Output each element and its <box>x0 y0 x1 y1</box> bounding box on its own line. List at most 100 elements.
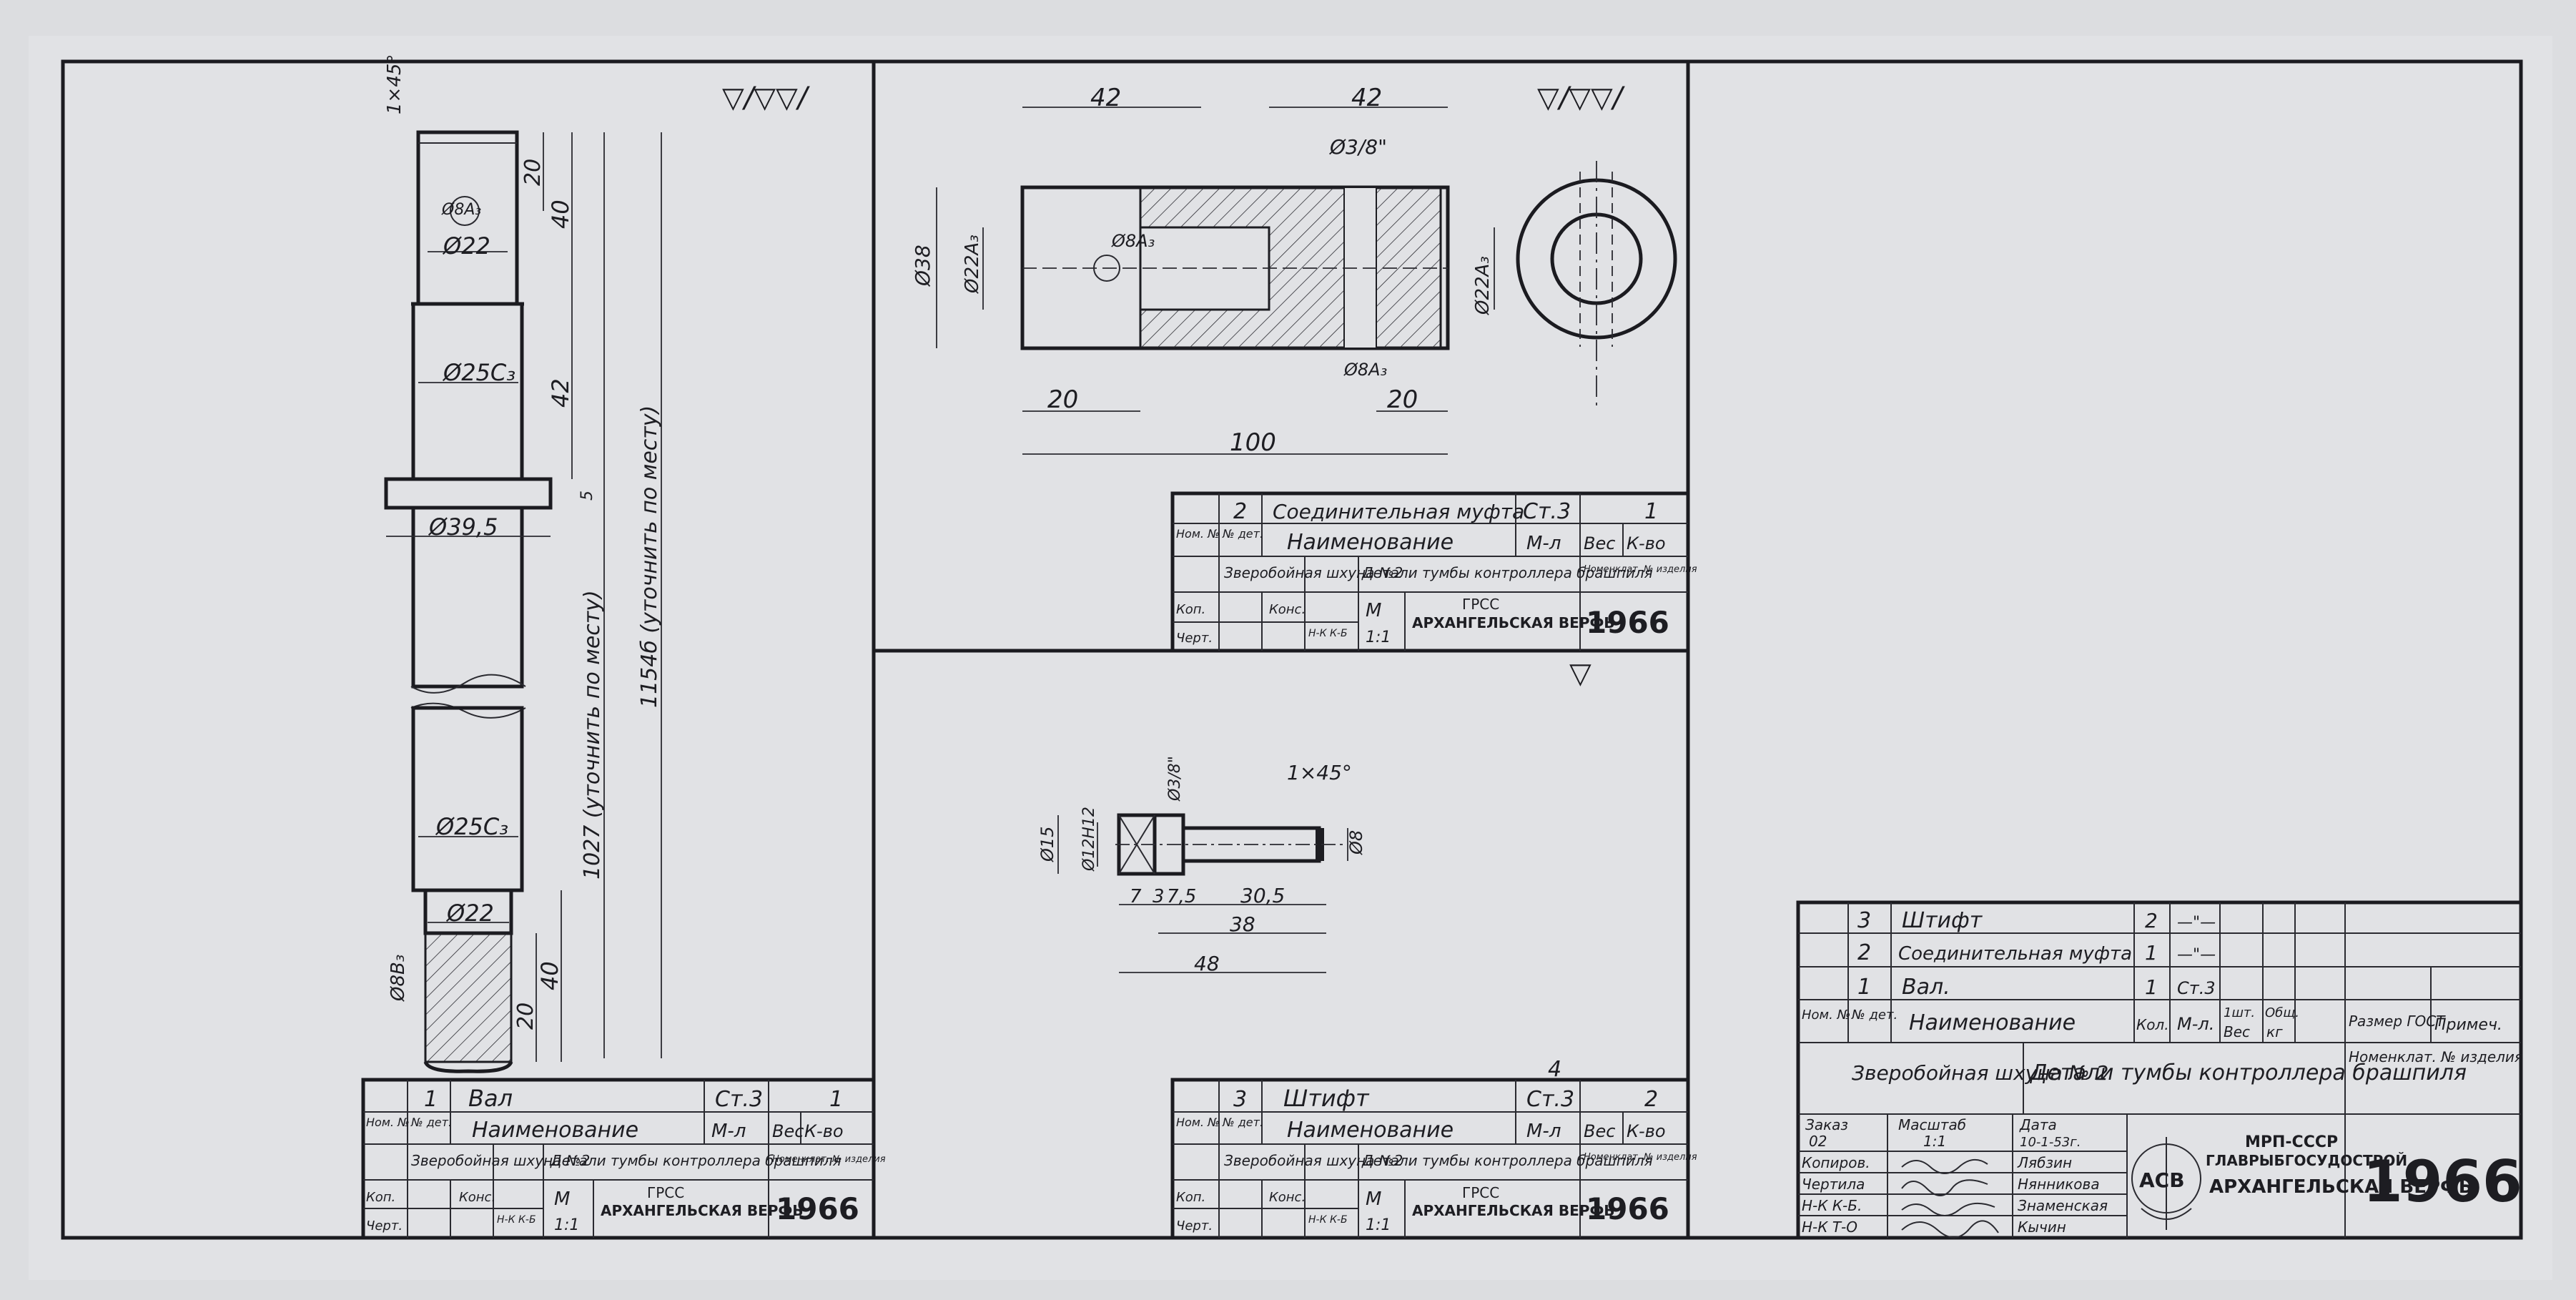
main-staff0-role: Копиров. <box>1802 1154 1870 1171</box>
coupling-len-total: 100 <box>1230 428 1276 457</box>
shaft-tb-kons: Конс. <box>459 1190 495 1205</box>
main-assembly: Детали тумбы контроллера брашпиля <box>2029 1060 2467 1085</box>
shaft-len-5: 5 <box>578 491 596 501</box>
main-h-kg: кг <box>2266 1023 2283 1040</box>
main-scale-label: Масштаб <box>1898 1116 1966 1133</box>
coupling-len-top-right: 42 <box>1351 84 1382 112</box>
main-row1-name: Вал. <box>1902 975 1950 1000</box>
pin-len-30-5: 30,5 <box>1240 884 1285 907</box>
coupling-tb-nk: Н-К К-Б <box>1308 628 1348 639</box>
main-date: 10-1-53г. <box>2020 1135 2081 1150</box>
pin-tb-nomen: Номенклат. № изделия <box>1584 1152 1697 1163</box>
coupling-tb-nomen: Номенклат. № изделия <box>1584 564 1697 575</box>
title-block-coupling: 2 Соединительная муфта Ст.3 1 Ном. № № д… <box>1170 491 1697 653</box>
coupling-tb-scale: 1:1 <box>1366 629 1391 646</box>
title-block-shaft: 1 Вал Ст.3 1 Ном. № № дет. Наименование … <box>361 1078 886 1240</box>
shaft-tb-qty: 1 <box>829 1087 843 1112</box>
main-h-mat: М-л. <box>2177 1014 2214 1034</box>
main-row3-name: Штифт <box>1902 908 1983 933</box>
main-row1-mat: Ст.3 <box>2177 978 2216 998</box>
coupling-len-top-left: 42 <box>1090 84 1121 112</box>
title-block-pin: 3 Штифт Ст.3 2 Ном. № № дет. Наименовани… <box>1170 1078 1697 1240</box>
coupling-tb-stamp-number: 1966 <box>1586 605 1669 640</box>
coupling-tb-org: АРХАНГЕЛЬСКАЯ ВЕРФЬ <box>1412 614 1615 631</box>
pin-tb-number: 3 <box>1233 1087 1247 1112</box>
main-h-nom: Ном. № <box>1802 1008 1850 1023</box>
shaft-len-20a: 20 <box>520 159 546 186</box>
pin-tb-material: Ст.3 <box>1526 1087 1574 1112</box>
pin-len-48: 48 <box>1194 952 1220 975</box>
coupling-finish-mark: ▽/▽▽/ <box>1537 82 1626 114</box>
pin-tb-scale-label: М <box>1366 1188 1381 1210</box>
main-staff1-role: Чертила <box>1802 1176 1865 1193</box>
main-stamp-number: 1966 <box>2363 1148 2522 1215</box>
shaft-tb-ship: Зверобойная шхуна №2 <box>411 1152 590 1169</box>
pin-len-38: 38 <box>1230 912 1255 936</box>
main-h-unit: 1шт. <box>2224 1005 2255 1020</box>
shaft-hole-dia: Ø8А₃ <box>441 201 481 219</box>
coupling-hole-dia: Ø3/8" <box>1329 135 1387 159</box>
pin-tb-h-mat: М-л <box>1526 1121 1561 1142</box>
pin-thread: Ø3/8" <box>1166 756 1184 802</box>
coupling-tb-kop: Коп. <box>1176 602 1205 617</box>
coupling-dia-22b: Ø22А₃ <box>1472 256 1494 315</box>
pin-chamfer: 1×45° <box>1287 761 1352 784</box>
main-order: 02 <box>1809 1133 1827 1150</box>
shaft-tb-kop: Коп. <box>366 1190 395 1205</box>
main-row2-mat: —"— <box>2177 946 2216 964</box>
main-row1-no: 1 <box>1857 975 1871 1000</box>
main-h-det: № дет. <box>1851 1008 1898 1023</box>
coupling-tb-h-name: Наименование <box>1287 530 1454 555</box>
coupling-tb-material: Ст.3 <box>1523 499 1571 524</box>
coupling-dia-8: Ø8А₃ <box>1111 231 1155 251</box>
main-glavk: ГЛАВРЫБГОСУДОСТРОЙ <box>2206 1152 2407 1169</box>
shaft-dia-flange: Ø39,5 <box>428 513 498 541</box>
signature-2 <box>1901 1179 1988 1196</box>
shaft-tb-number: 1 <box>424 1087 438 1112</box>
coupling-len-bottom-left: 20 <box>1047 385 1078 414</box>
main-staff3-name: Кычин <box>2018 1218 2066 1236</box>
pin-tb-qty: 2 <box>1644 1087 1658 1112</box>
shipyard-logo: АСВ <box>2131 1137 2201 1230</box>
main-row3-mat: —"— <box>2177 914 2216 932</box>
main-order-label: Заказ <box>1805 1116 1848 1133</box>
main-row2-no: 2 <box>1857 940 1871 965</box>
coupling-tb-qty: 1 <box>1644 499 1658 524</box>
pin-len-7-5: 7,5 <box>1167 886 1196 907</box>
shaft-tb-nk: Н-К К-Б <box>497 1214 536 1226</box>
signature-1 <box>1901 1159 1988 1174</box>
pin-drawing: ▽ 1×45° Ø3/8" Ø15 Ø12Н12 Ø8 7 3 7,5 30,5… <box>1037 657 1592 1082</box>
pin-finish-mark: ▽ <box>1569 657 1592 690</box>
coupling-tb-org-short: ГРСС <box>1462 596 1499 613</box>
shaft-len-1154: 1154б (уточнить по месту) <box>637 405 662 708</box>
coupling-tb-h-mat: М-л <box>1526 533 1561 554</box>
main-row2-name: Соединительная муфта <box>1898 943 2132 965</box>
shaft-tb-h-k: К-во <box>804 1121 844 1141</box>
pin-dia-8: Ø8 <box>1346 830 1366 855</box>
main-row3-no: 3 <box>1857 908 1871 933</box>
main-staff2-role: Н-К К-Б. <box>1802 1197 1862 1214</box>
main-ship: Зверобойная шхуна № 2 <box>1852 1061 2108 1085</box>
shaft-len-1027: 1027 (уточнить по месту) <box>580 590 605 880</box>
main-h-note: Примеч. <box>2434 1016 2502 1034</box>
pin-dia-12: Ø12Н12 <box>1080 807 1098 872</box>
pin-tb-assembly: Детали тумбы контроллера брашпиля <box>1361 1152 1653 1169</box>
main-date-label: Дата <box>2019 1116 2057 1133</box>
main-title-block: 3 Штифт 2 —"— 2 Соединительная муфта 1 —… <box>1796 900 2523 1240</box>
main-nomen: Номенклат. № изделия <box>2349 1048 2523 1065</box>
coupling-tb-h-det: № дет. <box>1222 527 1263 541</box>
main-staff3-role: Н-К Т-О <box>1802 1218 1857 1236</box>
shaft-len-40a: 40 <box>547 200 574 229</box>
main-ministry: МРП-СССР <box>2245 1133 2338 1151</box>
main-h-size: Размер ГОСТ <box>2349 1013 2446 1030</box>
coupling-drawing: ▽/▽▽/ 42 42 Ø3/8" Ø38 Ø22А₃ Ø8А₃ Ø22А₃ 2… <box>911 82 1677 457</box>
shaft-dia-bottom2: Ø22 <box>445 900 494 927</box>
main-h-qty: Кол. <box>2136 1016 2169 1033</box>
coupling-tb-h-k: К-во <box>1627 533 1666 553</box>
shaft-tb-h-name: Наименование <box>472 1118 638 1143</box>
coupling-dia-22a: Ø22А₃ <box>962 235 983 294</box>
pin-tb-stamp-number: 1966 <box>1586 1191 1669 1226</box>
pencil-note: 4 <box>1548 1057 1561 1082</box>
main-staff2-name: Знаменская <box>2018 1197 2108 1214</box>
coupling-len-bottom-right: 20 <box>1387 385 1418 414</box>
